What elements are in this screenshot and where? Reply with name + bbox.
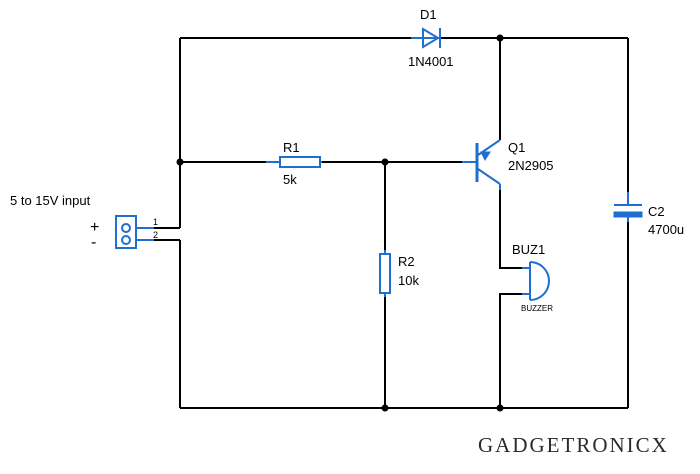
resistor-r1: R1 5k — [266, 140, 322, 187]
buz1-ref: BUZ1 — [512, 242, 545, 257]
r1-ref: R1 — [283, 140, 300, 155]
junction-dot — [381, 404, 389, 412]
diode-d1: D1 1N4001 — [408, 7, 454, 69]
r2-value: 10k — [398, 273, 419, 288]
junction-dot — [176, 158, 184, 166]
buz1-value: BUZZER — [521, 304, 553, 313]
wire-q1-collector — [499, 190, 522, 269]
brand-logo: GADGETRONICX — [478, 433, 669, 457]
input-connector: 1 2 5 to 15V input + - — [10, 193, 158, 251]
buzzer-buz1: BUZ1 BUZZER — [512, 242, 553, 313]
junction-dot — [496, 404, 504, 412]
junctions — [176, 34, 504, 412]
junction-dot — [381, 158, 389, 166]
resistor-r2: R2 10k — [379, 250, 419, 297]
r1-value: 5k — [283, 172, 297, 187]
input-label: 5 to 15V input — [10, 193, 91, 208]
r2-ref: R2 — [398, 254, 415, 269]
wire-buzzer-return — [499, 293, 522, 408]
capacitor-c2: C2 4700u — [613, 192, 684, 237]
c2-value: 4700u — [648, 222, 684, 237]
pin2-label: 2 — [153, 230, 158, 240]
d1-ref: D1 — [420, 7, 437, 22]
transistor-q1: Q1 2N2905 — [462, 139, 554, 190]
plus-label: + — [90, 219, 99, 236]
wires — [154, 37, 629, 409]
pin1-label: 1 — [153, 217, 158, 227]
junction-dot — [496, 34, 504, 42]
q1-value: 2N2905 — [508, 158, 554, 173]
minus-label: - — [91, 234, 96, 251]
q1-ref: Q1 — [508, 140, 525, 155]
d1-value: 1N4001 — [408, 54, 454, 69]
c2-ref: C2 — [648, 204, 665, 219]
